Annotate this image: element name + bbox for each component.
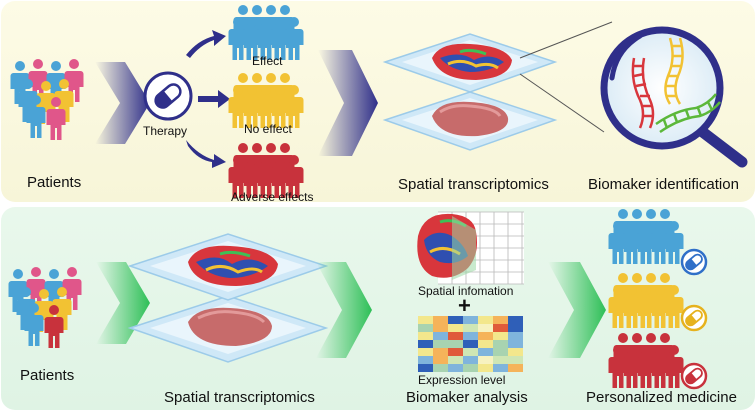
personalized-medicine-label: Personalized medicine: [586, 389, 737, 406]
heatmap-cell: [493, 356, 508, 364]
heatmap-cell: [508, 340, 523, 348]
heatmap-cell: [508, 316, 523, 324]
effect-label: Effect: [252, 54, 283, 68]
expression-level-label: Expression level: [418, 373, 506, 387]
heatmap-cell: [493, 364, 508, 372]
spatial-slide-stack-top: [382, 33, 558, 151]
heatmap-cell: [478, 364, 493, 372]
heatmap-cell: [493, 316, 508, 324]
spatial-transcriptomics-label-bottom: Spatial transcriptomics: [164, 389, 315, 406]
heatmap-cell: [433, 348, 448, 356]
heatmap-cell: [508, 332, 523, 340]
heatmap-cell: [448, 364, 463, 372]
heatmap-cell: [433, 340, 448, 348]
patients-label-bottom: Patients: [20, 367, 75, 384]
spatial-transcriptomics-label-top: Spatial transcriptomics: [398, 176, 549, 193]
heatmap-cell: [463, 324, 478, 332]
biomaker-identification-label: Biomaker identification: [588, 176, 739, 193]
heatmap-cell: [508, 364, 523, 372]
heatmap-cell: [448, 316, 463, 324]
plus-sign: +: [458, 293, 471, 318]
arrow-chevron-top-2: [318, 50, 378, 156]
heatmap-cell: [448, 356, 463, 364]
heatmap-cell: [478, 316, 493, 324]
spatial-information-map: [417, 211, 524, 285]
no-effect-label: No effect: [244, 122, 292, 136]
heatmap-cell: [493, 332, 508, 340]
heatmap-cell: [463, 316, 478, 324]
pill-badge-icon: [680, 304, 708, 332]
patients-label-top: Patients: [27, 174, 82, 191]
heatmap-cell: [433, 316, 448, 324]
outcome-arrows: [186, 30, 230, 168]
heatmap-cell: [463, 348, 478, 356]
heatmap-cell: [478, 340, 493, 348]
heatmap-cell: [493, 348, 508, 356]
heatmap-cell: [433, 324, 448, 332]
arrow-chevron-bottom-3: [548, 262, 606, 358]
heatmap-cell: [493, 340, 508, 348]
heatmap-cell: [478, 348, 493, 356]
heatmap-cell: [418, 364, 433, 372]
heatmap-cell: [448, 348, 463, 356]
heatmap-cell: [418, 324, 433, 332]
heatmap-cell: [463, 356, 478, 364]
heatmap-cell: [433, 332, 448, 340]
heatmap-cell: [508, 356, 523, 364]
expression-heatmap: [418, 316, 523, 372]
biomaker-analysis-label: Biomaker analysis: [406, 389, 528, 406]
heatmap-cell: [508, 348, 523, 356]
arrow-chevron-top-1: [95, 62, 150, 144]
heatmap-cell: [433, 364, 448, 372]
capsule-icon: [143, 71, 193, 121]
adverse-effects-label: Adverse effects: [231, 190, 314, 204]
heatmap-cell: [418, 316, 433, 324]
heatmap-cell: [448, 340, 463, 348]
pill-badge-icon: [680, 248, 708, 276]
heatmap-cell: [508, 324, 523, 332]
heatmap-cell: [418, 332, 433, 340]
heatmap-cell: [448, 324, 463, 332]
therapy-label: Therapy: [143, 124, 188, 138]
heatmap-cell: [433, 356, 448, 364]
heatmap-cell: [478, 356, 493, 364]
heatmap-cell: [463, 332, 478, 340]
heatmap-cell: [418, 340, 433, 348]
arrow-chevron-bottom-1: [96, 262, 150, 344]
heatmap-cell: [418, 356, 433, 364]
heatmap-cell: [463, 340, 478, 348]
spatial-information-label: Spatial infomation: [418, 284, 514, 298]
arrow-chevron-bottom-2: [316, 262, 372, 358]
heatmap-cell: [418, 348, 433, 356]
dna-icon: [631, 37, 721, 134]
spatial-slide-stack-bottom: [127, 233, 329, 363]
heatmap-cell: [463, 364, 478, 372]
heatmap-cell: [478, 332, 493, 340]
heatmap-cell: [493, 324, 508, 332]
heatmap-cell: [448, 332, 463, 340]
heatmap-cell: [478, 324, 493, 332]
pill-badge-icon: [680, 362, 708, 390]
zoom-lines: [519, 21, 613, 133]
